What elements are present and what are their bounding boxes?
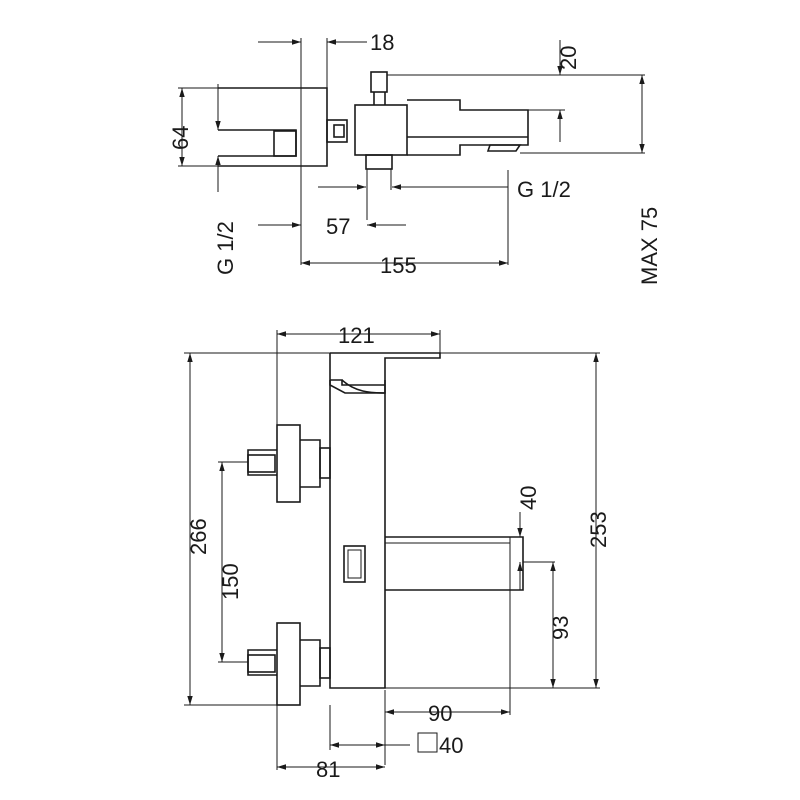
front-main-body	[329, 380, 386, 689]
dim-253: 253	[586, 353, 611, 688]
dim-g12-right-label: G 1/2	[517, 177, 571, 202]
top-inner-bracket	[218, 129, 297, 157]
top-connector	[326, 119, 348, 143]
dim-155-label: 155	[380, 253, 417, 278]
dim-20: 20	[556, 40, 581, 142]
front-lever	[329, 352, 441, 394]
dim-57: 57	[258, 214, 406, 239]
dim-81-label: 81	[316, 757, 340, 782]
top-view: 18 20 64 G 1/2 G 1/2	[168, 30, 662, 285]
dim-max75-label: MAX 75	[637, 207, 662, 285]
dim-93-label: 93	[548, 616, 573, 640]
top-body-outline	[218, 87, 328, 167]
dim-90: 90	[385, 701, 510, 726]
front-lower-valve	[247, 622, 331, 706]
dim-155: 155	[301, 253, 508, 278]
dim-90-label: 90	[428, 701, 452, 726]
dim-18-label: 18	[370, 30, 394, 55]
dim-121: 121	[277, 323, 440, 348]
dim-square40-label: 40	[439, 733, 463, 758]
front-upper-valve	[247, 424, 331, 503]
top-inner-block	[273, 130, 297, 157]
dim-81: 81	[277, 757, 385, 782]
dim-266-label: 266	[186, 518, 211, 555]
front-spout	[385, 536, 524, 591]
dim-40-vertical: 40	[516, 486, 541, 590]
top-central-body	[354, 104, 408, 156]
dim-150-label: 150	[218, 563, 243, 600]
dim-57-label: 57	[326, 214, 350, 239]
front-view: 121 266 150 253 40 93	[184, 323, 611, 782]
front-spout-lines	[385, 537, 511, 590]
dim-g12-left: G 1/2	[213, 84, 238, 275]
dim-20-label: 20	[556, 46, 581, 70]
dim-64-label: 64	[168, 126, 193, 150]
top-bottom-connector	[365, 154, 393, 170]
dim-121-label: 121	[338, 323, 375, 348]
dim-square40: 40	[330, 732, 463, 758]
top-spout-tip	[486, 144, 522, 152]
front-lever-curve	[341, 379, 386, 394]
dim-40-label: 40	[516, 486, 541, 510]
dim-150: 150	[218, 462, 243, 662]
top-extension-lines	[178, 38, 645, 265]
square-symbol	[417, 732, 438, 753]
dim-266: 266	[186, 353, 211, 705]
top-spout	[407, 99, 529, 156]
dim-93: 93	[548, 562, 573, 688]
front-body-top	[330, 379, 385, 386]
dim-64: 64	[168, 88, 193, 166]
dim-max75: MAX 75	[637, 75, 662, 285]
dim-18: 18	[258, 30, 394, 55]
front-extension-lines	[184, 330, 600, 770]
top-knob	[370, 71, 388, 93]
dim-g12-right: G 1/2	[318, 177, 571, 202]
dim-g12-left-label: G 1/2	[213, 221, 238, 275]
dim-253-label: 253	[586, 511, 611, 548]
top-knob-stem	[373, 92, 386, 105]
top-connector-inner	[333, 124, 345, 138]
front-square-cutout	[343, 545, 366, 583]
